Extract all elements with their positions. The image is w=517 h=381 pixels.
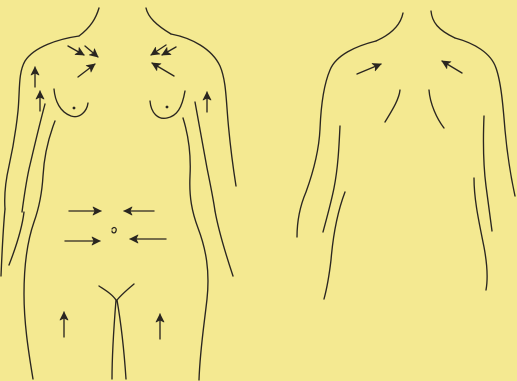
arrow-back-left-shoulder (357, 60, 383, 74)
front-groin-left (99, 286, 116, 300)
front-right-arm-inner (195, 102, 215, 211)
front-neck-right (146, 8, 171, 34)
front-inner-leg-right (117, 300, 126, 379)
arrow-front-upper-right-2 (149, 45, 166, 58)
arrow-front-upper-left-1 (68, 46, 86, 58)
arrow-back-right-shoulder (440, 58, 462, 73)
front-neck-left (79, 8, 99, 36)
back-left-shoulder-blade (385, 90, 400, 122)
arrow-front-upper-right-3 (150, 60, 174, 76)
arrow-front-upper-left-2 (85, 46, 101, 60)
back-body-figure (297, 11, 515, 299)
arrow-front-abdomen-right-upper (124, 207, 154, 215)
front-right-nipple (166, 106, 169, 109)
back-neck-right (431, 11, 455, 38)
arrow-front-abdomen-left-lower (65, 237, 100, 245)
back-right-torso-side (474, 178, 487, 290)
arrow-front-left-thigh (60, 312, 68, 337)
back-arrows (357, 58, 462, 74)
front-left-arm-inner (22, 104, 45, 212)
front-left-forearm-outer (1, 209, 5, 276)
front-left-side-torso (24, 121, 55, 379)
front-right-shoulder-arm-outer (171, 34, 236, 186)
back-neck-left (376, 13, 403, 41)
front-inner-leg-left (112, 300, 116, 379)
front-left-breast (54, 89, 88, 117)
front-body-figure (1, 8, 236, 380)
arrow-front-abdomen-right-lower (130, 235, 166, 243)
arrow-front-left-arm-2 (36, 91, 44, 111)
front-navel-mark (112, 228, 116, 233)
arrow-front-left-arm-1 (31, 67, 39, 87)
front-right-forearm-inner (215, 211, 233, 276)
back-left-torso-side (324, 192, 345, 299)
arrow-front-right-arm (203, 92, 211, 112)
front-right-breast (150, 91, 185, 118)
back-right-shoulder-blade (429, 90, 444, 128)
back-right-arm-inner (483, 116, 492, 231)
front-left-nipple (73, 107, 76, 110)
front-left-forearm-inner (9, 212, 24, 265)
front-groin-right (117, 284, 134, 300)
arrow-front-abdomen-left-upper (69, 207, 101, 215)
arrow-front-upper-right-1 (160, 47, 176, 58)
arrow-front-upper-left-3 (78, 61, 97, 77)
front-right-side-torso (183, 118, 208, 380)
arrow-front-right-thigh (156, 314, 164, 339)
